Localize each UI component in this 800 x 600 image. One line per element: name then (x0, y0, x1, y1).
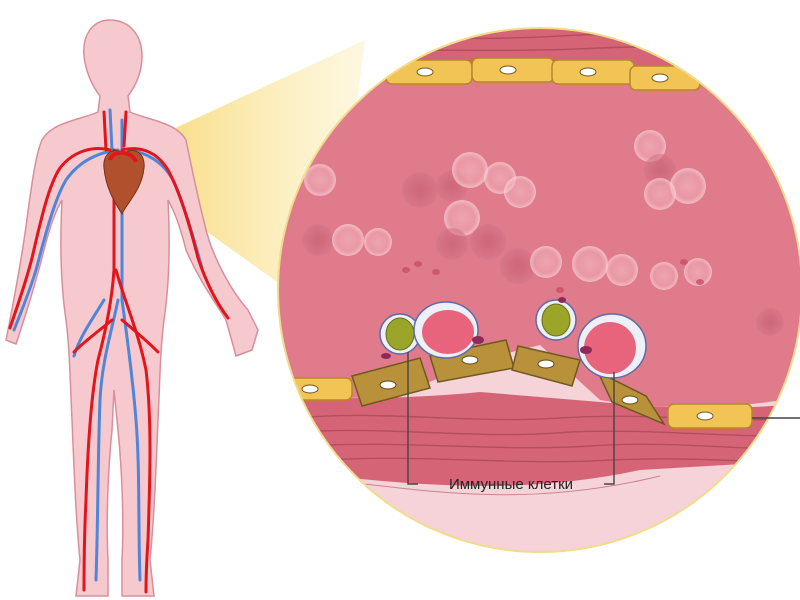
immune-cells-callout (407, 352, 800, 485)
heart-icon (103, 150, 145, 216)
human-body-icon (5, 19, 259, 597)
immune-cell-left (379, 301, 484, 359)
immune-cells-label: Иммунные клетки (449, 476, 573, 493)
immune-cell-right (535, 297, 647, 379)
